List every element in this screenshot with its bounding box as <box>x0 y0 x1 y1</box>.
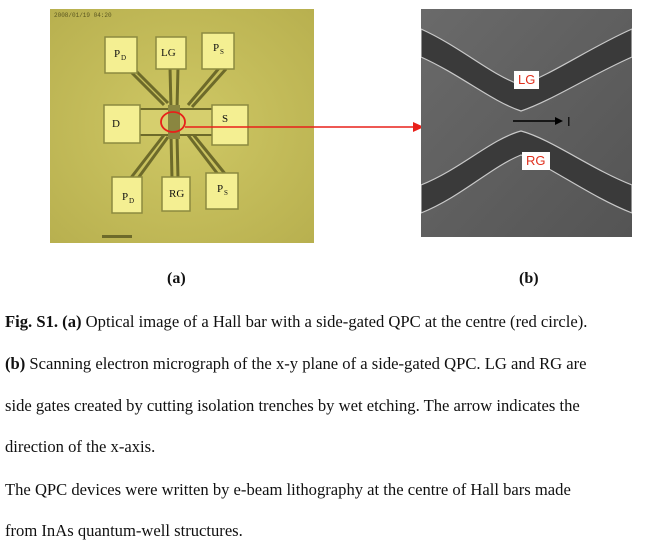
caption-line-4: direction of the x-axis. <box>5 437 156 456</box>
qpc-marker-circle <box>160 111 186 133</box>
caption-part-a-text: Optical image of a Hall bar with a side-… <box>81 312 588 331</box>
caption-line-3: side gates created by cutting isolation … <box>5 396 580 415</box>
contact-pads <box>103 32 249 214</box>
pad-label-left: D <box>112 118 120 130</box>
caption-line-5: The QPC devices were written by e-beam l… <box>5 480 571 499</box>
pad-label-bottom-center: RG <box>169 188 184 200</box>
upper-trench <box>421 28 632 112</box>
caption-part-b-text: Scanning electron micrograph of the x-y … <box>25 354 587 373</box>
caption-line-1: Fig. S1. (a) Optical image of a Hall bar… <box>5 312 651 332</box>
sem-label-rg: RG <box>522 152 550 170</box>
pad-sub-top-left: D <box>121 54 126 62</box>
current-arrowhead-icon <box>555 117 563 125</box>
current-label: I <box>567 114 571 129</box>
pad-label-top-center: LG <box>161 47 176 59</box>
pad-label-bottom-left: P <box>122 191 128 203</box>
scale-bar <box>102 235 132 238</box>
pad-label-top-left: P <box>114 48 120 60</box>
caption-fig-title: Fig. S1. <box>5 312 59 331</box>
pad-label-right: S <box>222 113 228 125</box>
pad-label-bottom-right: P <box>217 183 223 195</box>
image-timestamp: 2008/01/19 04:20 <box>54 12 112 19</box>
caption-line-2: (b) Scanning electron micrograph of the … <box>5 354 651 374</box>
pad-sub-bottom-right: S <box>224 189 228 197</box>
hall-bar-image: P D LG P S D S P D RG P S 2008/01/19 04:… <box>50 9 314 243</box>
pad-sub-bottom-left: D <box>129 197 134 205</box>
pad-label-top-right: P <box>213 42 219 54</box>
panel-a-label: (a) <box>167 270 186 287</box>
optical-image-panel: P D LG P S D S P D RG P S 2008/01/19 04:… <box>50 9 314 243</box>
sem-label-lg: LG <box>514 71 540 89</box>
caption-line-6: from InAs quantum-well structures. <box>5 521 243 540</box>
caption-part-b-tag: (b) <box>5 354 26 373</box>
caption-part-a-tag: (a) <box>62 312 82 331</box>
panel-b-label: (b) <box>519 270 539 287</box>
sem-image-panel: I <box>421 9 632 237</box>
lower-trench <box>421 130 632 214</box>
hall-bar-traces <box>128 66 228 182</box>
pad-sub-top-right: S <box>220 48 224 56</box>
sem-micrograph: I <box>421 9 632 237</box>
